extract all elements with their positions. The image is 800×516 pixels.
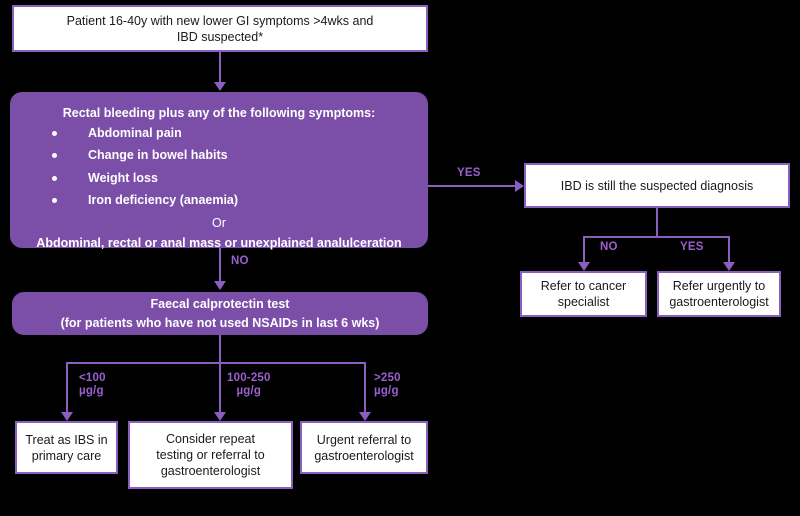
edge-label-calprotectin-mid-value: 100-250 [227,372,271,384]
edge-label-ibd-no: NO [600,241,618,253]
connector-symptoms-yes [428,185,515,187]
node-urgent-referral-gastro: Urgent referral to gastroenterologist [300,421,428,474]
connector-start-to-symptoms [219,52,221,84]
node-symptoms-panel: Rectal bleeding plus any of the followin… [10,92,428,250]
arrowhead-calprotectin-mid [214,412,226,421]
arrowhead-calprotectin-low [61,412,73,421]
symptoms-heading: Rectal bleeding plus any of the followin… [62,106,376,120]
node-refer-gastro-urgent-line1: Refer urgently to [672,279,766,293]
arrowhead-ibd-yes [723,262,735,271]
arrowhead-symptoms-no [214,281,226,290]
symptom-item: Change in bowel habits [46,148,416,162]
node-urgent-referral-line2: gastroenterologist [314,448,414,463]
connector-ibd-split-bar [583,236,729,238]
connector-symptoms-no [219,248,221,283]
edge-label-calprotectin-mid-unit: µg/g [236,385,262,398]
node-ibd-suspected: IBD is still the suspected diagnosis [524,163,790,208]
edge-label-calprotectin-low-value: <100 [79,372,106,384]
edge-label-symptoms-no: NO [231,255,249,267]
connector-calprotectin-fork-bar [66,362,365,364]
edge-label-calprotectin-mid: 100-250 µg/g [227,372,271,398]
node-consider-repeat-testing: Consider repeat testing or referral to g… [128,421,293,489]
edge-label-ibd-yes: YES [680,241,704,253]
edge-label-calprotectin-high: >250 µg/g [374,372,401,398]
edge-label-calprotectin-low-unit: µg/g [79,385,104,398]
connector-calprotectin-low [66,362,68,415]
node-treat-as-ibs-line2: primary care [31,448,102,463]
node-treat-as-ibs-line1: Treat as IBS in [25,432,108,447]
connector-ibd-stem [656,208,658,236]
arrowhead-symptoms-yes [515,180,524,192]
node-refer-cancer-line1: Refer to cancer [540,279,627,293]
node-refer-cancer-specialist: Refer to cancer specialist [520,271,647,317]
arrowhead-ibd-no [578,262,590,271]
node-refer-cancer-line2: specialist [557,295,610,309]
edge-label-symptoms-yes: YES [457,167,481,179]
connector-calprotectin-stem [219,335,221,362]
symptoms-footer: Abdominal, rectal or anal mass or unexpl… [36,235,402,250]
symptoms-bullet-list: Abdominal pain Change in bowel habits We… [46,126,416,208]
node-refer-gastro-urgent-line2: gastroenterologist [669,295,769,309]
node-refer-gastro-urgent: Refer urgently to gastroenterologist [657,271,781,317]
node-start-patient: Patient 16-40y with new lower GI symptom… [12,5,428,52]
arrowhead-start-to-symptoms [214,82,226,91]
symptom-item: Iron deficiency (anaemia) [46,193,416,207]
node-faecal-calprotectin-test: Faecal calprotectin test (for patients w… [12,292,428,335]
symptom-item: Weight loss [46,171,416,185]
calprotectin-line2: (for patients who have not used NSAIDs i… [60,316,380,330]
node-consider-repeat-line2: testing or referral to [156,448,265,462]
node-treat-as-ibs: Treat as IBS in primary care [15,421,118,474]
node-ibd-suspected-text: IBD is still the suspected diagnosis [560,178,754,193]
node-start-line1: Patient 16-40y with new lower GI symptom… [66,13,374,28]
symptom-item: Abdominal pain [46,126,416,140]
connector-ibd-no [583,236,585,265]
arrowhead-calprotectin-high [359,412,371,421]
node-start-line2: IBD suspected* [176,29,264,44]
edge-label-calprotectin-high-value: >250 [374,372,401,384]
edge-label-calprotectin-high-unit: µg/g [374,385,399,398]
symptoms-or-divider: Or [212,215,226,230]
calprotectin-line1: Faecal calprotectin test [150,297,290,311]
node-consider-repeat-line3: gastroenterologist [160,464,261,478]
connector-calprotectin-mid [219,362,221,415]
node-consider-repeat-line1: Consider repeat [166,432,255,446]
connector-ibd-yes [728,236,730,265]
edge-label-calprotectin-low: <100 µg/g [79,372,106,398]
node-urgent-referral-line1: Urgent referral to [316,432,412,447]
connector-calprotectin-high [364,362,366,415]
